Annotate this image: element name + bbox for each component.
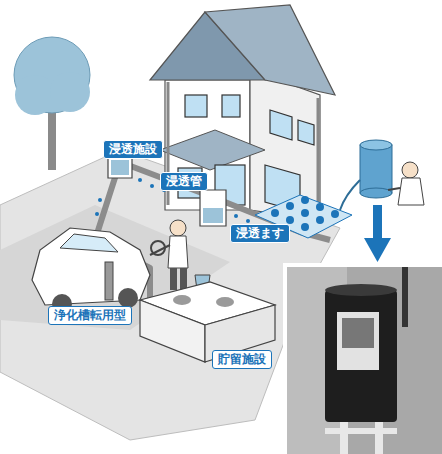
label-box: 浸透施設 (103, 140, 163, 159)
rain-tank-photo-part (340, 422, 348, 454)
label-box: 浸透ます (230, 224, 290, 243)
car-part (118, 288, 138, 308)
rain-tank-photo-part (337, 312, 379, 370)
person-watering-part (398, 178, 424, 205)
arrow-to-photo (364, 205, 391, 262)
house (150, 5, 335, 220)
permeable-paving-part-part (301, 196, 309, 204)
house-part (250, 70, 320, 220)
person-washing-part (151, 241, 165, 255)
permeable-paving-part-part (286, 216, 294, 224)
rain-tank-photo-part (375, 422, 383, 454)
tree-part (50, 72, 90, 112)
rain-tank-photo-part (342, 318, 374, 348)
person-washing-part (168, 236, 188, 268)
rain-barrel-part (360, 145, 392, 193)
person-washing-part (180, 268, 187, 290)
permeable-paving-part-part (316, 216, 324, 224)
rain-tank-photo-part (283, 263, 442, 454)
water-drops-part (246, 219, 250, 223)
permeable-paving-part-part (331, 210, 339, 218)
permeable-paving-part-part (301, 209, 309, 217)
car-part (60, 234, 118, 252)
car (32, 228, 150, 314)
permeable-paving-part-part (301, 223, 309, 231)
water-drops-part (95, 212, 99, 216)
house-part (160, 130, 265, 170)
permeable-paving-part-part (316, 203, 324, 211)
storage-tank-part (173, 295, 191, 305)
house-part (222, 95, 240, 117)
tree-part (15, 75, 55, 115)
storage-tank-part (140, 300, 205, 362)
house-part (185, 95, 207, 117)
tree (14, 37, 90, 170)
person-washing-part (105, 262, 113, 300)
tree-part (48, 110, 56, 170)
infiltration-box-part (111, 160, 129, 175)
rain-barrel-part (360, 188, 392, 198)
rain-tank-photo-part (402, 267, 408, 327)
person-watering (388, 162, 424, 205)
infiltration-box-part (200, 190, 226, 226)
rain-tank-photo-part (325, 428, 397, 434)
label-text: 浸透ます (236, 226, 284, 241)
water-drops-part (234, 214, 238, 218)
person-washing-part (170, 220, 186, 236)
storage-tank-part (216, 297, 234, 307)
house-part (205, 5, 335, 95)
house-part (317, 98, 320, 215)
water-drops-part (138, 178, 142, 182)
arrow-to-photo-part (364, 238, 391, 262)
label-box: 浸透管 (160, 172, 208, 191)
rain-tank-photo (283, 263, 442, 454)
rain-tank-photo-part (325, 284, 397, 296)
label-box: 貯留施設 (212, 350, 272, 369)
rain-tank-photo-part (325, 290, 397, 422)
house-part (298, 120, 314, 145)
label-text: 貯留施設 (218, 352, 266, 367)
rain-barrel (340, 140, 392, 210)
rain-tank-photo-part (287, 267, 442, 454)
water-drops-part (150, 184, 154, 188)
person-watering-part (388, 188, 400, 190)
label-text: 浸透管 (166, 174, 202, 189)
house-part (270, 110, 292, 140)
label-text: 浸透施設 (109, 142, 157, 157)
infiltration-box-part (203, 208, 223, 223)
water-drops-part (98, 198, 102, 202)
person-washing-part (170, 268, 177, 290)
rain-barrel-part (360, 140, 392, 150)
permeable-paving-part-part (286, 202, 294, 210)
label-text: 浄化槽転用型 (54, 308, 126, 323)
permeable-paving-part-part (271, 209, 279, 217)
person-watering-part (402, 162, 418, 178)
rain-barrel-part (340, 180, 360, 210)
label-box: 浄化槽転用型 (48, 306, 132, 325)
arrow-to-photo-part (373, 205, 382, 240)
